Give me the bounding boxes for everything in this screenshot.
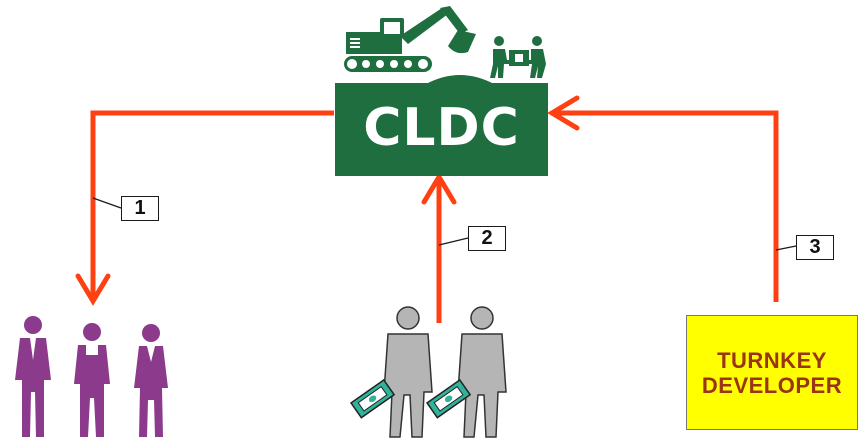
- cldc-box: [335, 83, 548, 176]
- person-man-icon: [15, 316, 51, 437]
- buyer-person-2: [425, 306, 507, 438]
- people-with-cash-icon: [349, 306, 507, 438]
- step-3-callout: 3: [796, 235, 834, 260]
- turnkey-developer-box: TURNKEY DEVELOPER: [686, 315, 858, 430]
- arrow-1: [75, 110, 334, 306]
- buyer-person-1: [349, 306, 433, 438]
- step-1-callout: 1: [121, 196, 159, 221]
- developer-label-line-1: TURNKEY: [717, 347, 827, 373]
- excavator-icon: [344, 6, 476, 72]
- arrow-3: [547, 95, 797, 302]
- people-carrying-box-icon: [490, 36, 546, 78]
- person-woman-icon: [134, 324, 168, 437]
- cldc-label: CLDC: [363, 98, 520, 158]
- family-group-icon: [15, 316, 168, 437]
- arrow-2: [421, 172, 469, 323]
- ground-dip: [426, 75, 494, 84]
- developer-label-line-2: DEVELOPER: [701, 372, 843, 398]
- person-worker-icon: [74, 323, 110, 437]
- step-2-callout: 2: [468, 226, 506, 251]
